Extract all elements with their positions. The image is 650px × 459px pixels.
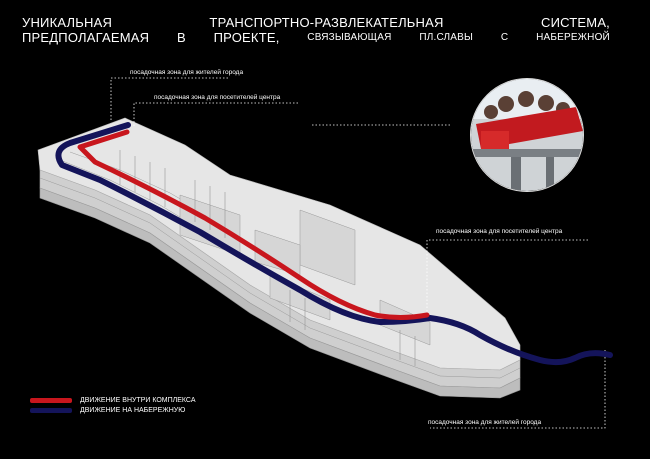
page-title: УНИКАЛЬНАЯ ТРАНСПОРТНО-РАЗВЛЕКАТЕЛЬНАЯ С… [22,15,610,45]
building-model [37,117,521,399]
title-word: В [176,30,186,45]
leader-lines [110,77,606,429]
rollercoaster-photo-icon [471,79,583,191]
title-word: ПРОЕКТЕ, [213,30,280,45]
title-word: ПЛ.СЛАВЫ [419,32,474,43]
legend-embankment: ДВИЖЕНИЕ НА НАБЕРЕЖНУЮ [30,405,196,415]
title-word: СИСТЕМА, [540,15,610,30]
title-word: С [500,32,509,43]
ride-photo [470,78,584,192]
legend-embankment-label: ДВИЖЕНИЕ НА НАБЕРЕЖНУЮ [80,406,186,414]
title-word: УНИКАЛЬНАЯ [22,15,113,30]
title-word: НАБЕРЕЖНОЙ [536,32,610,43]
label-top-visitors: посадочная зона для посетителей центра [154,94,281,101]
legend-swatch-red [30,397,72,403]
legend: ДВИЖЕНИЕ ВНУТРИ КОМПЛЕКСА ДВИЖЕНИЕ НА НА… [30,395,196,415]
legend-swatch-blue [30,407,72,413]
title-line-1: УНИКАЛЬНАЯ ТРАНСПОРТНО-РАЗВЛЕКАТЕЛЬНАЯ С… [22,15,610,30]
inside-route [77,129,430,320]
title-line-2: ПРЕДПОЛАГАЕМАЯ В ПРОЕКТЕ, СВЯЗЫВАЮЩАЯ ПЛ… [22,30,610,45]
label-top-residents: посадочная зона для жителей города [130,69,244,76]
label-right-visitors: посадочная зона для посетителей центра [436,228,563,235]
title-word: ПРЕДПОЛАГАЕМАЯ [22,30,150,45]
embankment-route [55,122,613,366]
label-bottom-residents: посадочная зона для жителей города [428,419,542,426]
legend-inside-label: ДВИЖЕНИЕ ВНУТРИ КОМПЛЕКСА [80,396,196,404]
legend-inside: ДВИЖЕНИЕ ВНУТРИ КОМПЛЕКСА [30,395,196,405]
title-word: ТРАНСПОРТНО-РАЗВЛЕКАТЕЛЬНАЯ [209,15,444,30]
title-word: СВЯЗЫВАЮЩАЯ [307,32,392,43]
